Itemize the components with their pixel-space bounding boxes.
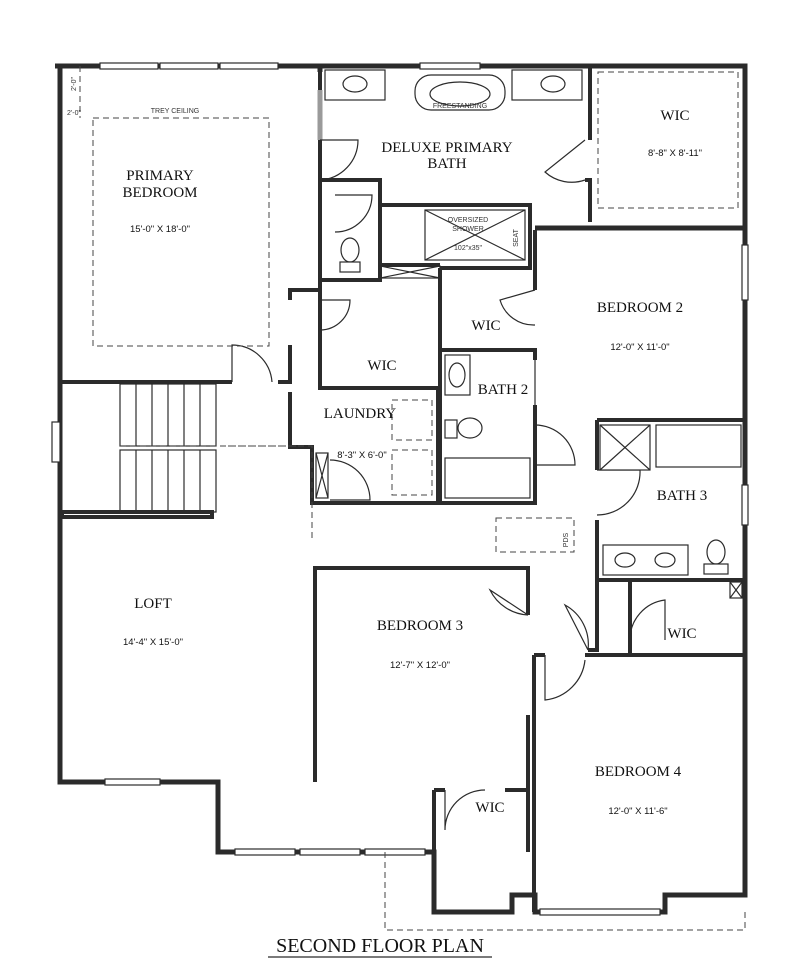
bedroom3-label: BEDROOM 3 xyxy=(377,618,463,634)
trey-ceiling-outline xyxy=(92,117,270,347)
windows xyxy=(51,62,749,916)
window-bath-top xyxy=(419,62,481,70)
laundry-label: LAUNDRY xyxy=(324,406,397,422)
bath2-label: BATH 2 xyxy=(478,382,528,398)
wic-primary-bath-dims: 8'-8" X 8'-11" xyxy=(648,148,702,159)
loft-dims: 14'-4" X 15'-0" xyxy=(123,637,183,648)
primary-bedroom-label-1: PRIMARY xyxy=(126,168,194,184)
doors xyxy=(231,139,666,831)
primary-bedroom-dims: 15'-0" X 18'-0" xyxy=(130,224,190,235)
exterior-wall-bedroom4 xyxy=(57,66,748,915)
primary-bath-label-2: BATH xyxy=(427,156,466,172)
annotations: TREY CEILING 2'-0" 2'-0" FREESTANDING OV… xyxy=(67,77,570,548)
bedroom4-dims: 12'-0" X 11'-6" xyxy=(608,806,667,817)
exterior-wall-bedroom2 xyxy=(535,225,748,420)
bath3-label: BATH 3 xyxy=(657,488,707,504)
staircase xyxy=(60,383,300,519)
shower-dims-note: 102"x35" xyxy=(454,245,482,252)
seat-note: SEAT xyxy=(513,228,520,246)
window-bedroom2 xyxy=(741,244,749,301)
window-loft xyxy=(104,778,161,786)
dashed-lines xyxy=(79,66,746,931)
window-primary-top-1 xyxy=(99,62,159,70)
dim-2ft-vertical: 2'-0" xyxy=(71,77,78,91)
laundry-dims: 8'-3" X 6'-0" xyxy=(337,450,386,461)
dim-2ft-horizontal: 2'-0" xyxy=(67,110,81,117)
window-stairs xyxy=(51,421,61,463)
wic-bed4-label: WIC xyxy=(667,626,696,642)
window-primary-top-2 xyxy=(159,62,219,70)
shower-note-2: SHOWER xyxy=(452,226,484,233)
window-bath3 xyxy=(741,484,749,526)
pds-note: PDS xyxy=(563,532,570,547)
bedroom2-dims: 12'-0" X 11'-0" xyxy=(610,342,669,353)
window-bed3-1 xyxy=(234,848,296,856)
exterior-walls xyxy=(55,63,748,915)
bedroom3-dims: 12'-7" X 12'-0" xyxy=(390,660,450,671)
trey-ceiling-note: TREY CEILING xyxy=(151,108,200,115)
wic-primary-label: WIC xyxy=(367,358,396,374)
fixtures xyxy=(315,69,743,599)
primary-bath-label-1: DELUXE PRIMARY xyxy=(381,140,512,156)
shower-note-1: OVERSIZED xyxy=(448,217,488,224)
room-labels: PRIMARY BEDROOM 15'-0" X 18'-0" DELUXE P… xyxy=(122,108,707,817)
plan-title: SECOND FLOOR PLAN xyxy=(276,935,484,957)
bedroom2-label: BEDROOM 2 xyxy=(597,300,683,316)
wic-bed2-label: WIC xyxy=(471,318,500,334)
wic-primary-bath-label: WIC xyxy=(660,108,689,124)
window-bed3-2 xyxy=(299,848,361,856)
freestanding-note: FREESTANDING xyxy=(433,103,487,110)
primary-bedroom-label-2: BEDROOM xyxy=(122,185,197,201)
bedroom4-label: BEDROOM 4 xyxy=(595,764,682,780)
window-primary-top-3 xyxy=(219,62,279,70)
loft-label: LOFT xyxy=(134,596,172,612)
window-bed4 xyxy=(539,908,661,916)
window-bed3-3 xyxy=(364,848,426,856)
wic-bed3-label: WIC xyxy=(475,800,504,816)
